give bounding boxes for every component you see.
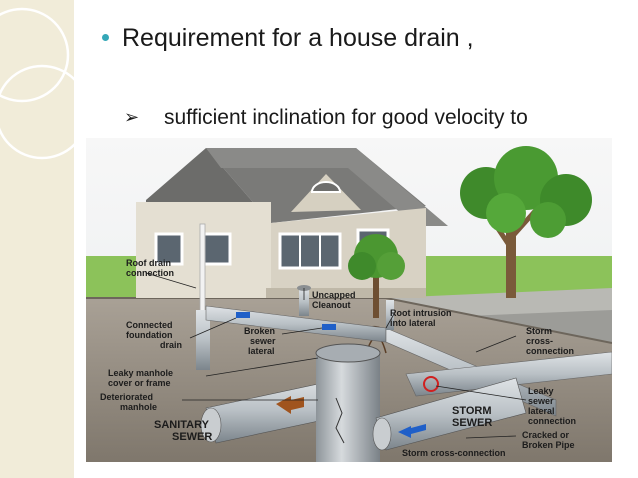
label-leaders	[145, 272, 527, 439]
label-leaky-sewer-3: lateral	[528, 406, 555, 416]
label-sanitary-1: SANITARY	[154, 419, 210, 431]
label-roof-drain-2: connection	[126, 268, 174, 278]
label-leaky-sewer-1: Leaky	[528, 386, 554, 396]
house-windows	[154, 228, 390, 270]
label-storm-sewer-2: SEWER	[452, 417, 492, 429]
label-uncapped-1: Uncapped	[312, 290, 356, 300]
label-root-2: into lateral	[390, 318, 436, 328]
label-sanitary-2: SEWER	[172, 431, 212, 443]
label-uncapped-2: Cleanout	[312, 300, 351, 310]
label-storm-bottom: Storm cross-connection	[402, 448, 506, 458]
manhole	[315, 343, 381, 462]
label-connected-1: Connected	[126, 320, 173, 330]
decorative-circles	[0, 7, 74, 160]
label-leaky-sewer-2: sewer	[528, 396, 554, 406]
decorative-sidebar	[0, 0, 74, 478]
label-broken-sewer-1: Broken	[244, 326, 275, 336]
label-cracked-2: Broken Pipe	[522, 440, 575, 450]
bullet-text: Requirement for a house drain ,	[122, 24, 474, 52]
label-broken-sewer-2: sewer	[250, 336, 276, 346]
label-deteriorated-2: manhole	[120, 402, 157, 412]
small-tree	[348, 234, 405, 354]
label-storm-cross-2: cross-	[526, 336, 553, 346]
sub-bullet-arrow-icon: ➢	[124, 107, 140, 127]
label-storm-cross-1: Storm	[526, 326, 552, 336]
storm-cross-pipe	[405, 351, 612, 397]
label-leaky-sewer-4: connection	[528, 416, 576, 426]
label-cracked-1: Cracked or	[522, 430, 570, 440]
label-storm-cross-3: connection	[526, 346, 574, 356]
sub-bullet-text: sufficient inclination for good velocity…	[164, 106, 528, 129]
tree	[460, 146, 592, 298]
label-roof-drain-1: Roof drain	[126, 258, 171, 268]
bullet-dot	[102, 34, 109, 41]
label-leaky-manhole-1: Leaky manhole	[108, 368, 173, 378]
diagram-labels: Roof drain connection Uncapped Cleanout …	[100, 258, 576, 458]
label-leaky-manhole-2: cover or frame	[108, 378, 171, 388]
label-root-1: Root intrusion	[390, 308, 452, 318]
label-storm-sewer-1: STORM	[452, 405, 492, 417]
storm-sewer-pipe	[372, 377, 527, 451]
label-connected-3: drain	[160, 340, 182, 350]
label-deteriorated-1: Deteriorated	[100, 392, 153, 402]
house-drain-illustration: Roof drain connection Uncapped Cleanout …	[86, 138, 612, 462]
label-broken-sewer-3: lateral	[248, 346, 275, 356]
label-connected-2: foundation	[126, 330, 173, 340]
